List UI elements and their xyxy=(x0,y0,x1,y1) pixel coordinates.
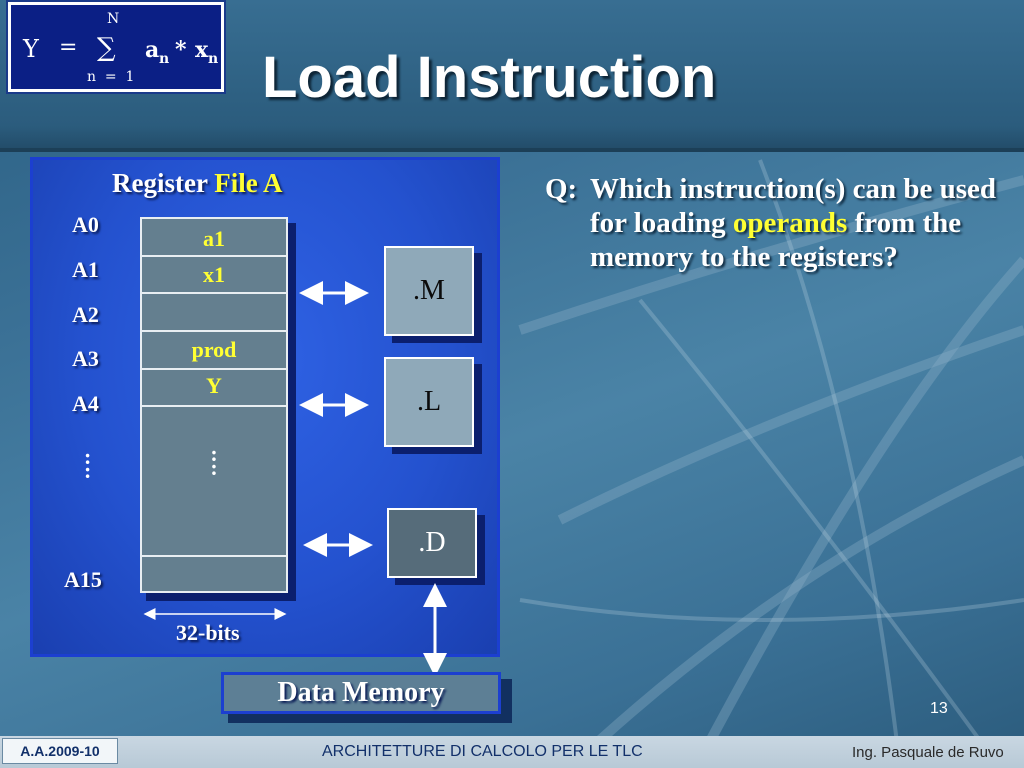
register-file-title-highlight: File A xyxy=(214,168,283,198)
register-label-a0: A0 xyxy=(72,212,99,237)
footer-academic-year: A.A.2009-10 xyxy=(2,738,118,764)
formula-x: x xyxy=(195,37,209,63)
register-value-a4: Y xyxy=(206,373,222,398)
register-label-a2: A2 xyxy=(72,302,99,327)
register-label-a3: A3 xyxy=(72,346,99,371)
formula-a-subscript: n xyxy=(159,51,170,67)
formula-times: * xyxy=(175,37,187,63)
register-value-ellipsis: : : xyxy=(210,441,218,480)
register-divider xyxy=(142,292,286,294)
unit-l: .L xyxy=(384,357,474,447)
question-body-after: from the memory to the registers? xyxy=(590,207,962,273)
question-text: Q: Which instruction(s) can be used for … xyxy=(545,172,1005,274)
question-body-before: Which instruction(s) can be used for loa… xyxy=(590,173,997,239)
register-label-ellipsis: : : xyxy=(84,444,92,483)
formula-equals: = xyxy=(59,35,78,60)
register-width-label: 32-bits xyxy=(176,620,240,645)
formula-x-subscript: n xyxy=(208,51,219,67)
formula-lhs: Y xyxy=(23,35,39,63)
register-divider xyxy=(142,330,286,332)
register-label-a15: A15 xyxy=(64,567,102,592)
unit-m: .M xyxy=(384,246,474,336)
question-label: Q: xyxy=(545,173,578,205)
footer-author: Ing. Pasquale de Ruvo xyxy=(852,744,1004,761)
question-body: Which instruction(s) can be used for loa… xyxy=(545,172,1005,274)
formula-upper-limit: N xyxy=(107,11,120,27)
data-memory-box: Data Memory xyxy=(221,672,501,714)
formula-lower-limit: n = 1 xyxy=(87,69,135,85)
register-label-a4: A4 xyxy=(72,391,99,416)
unit-d: .D xyxy=(387,508,477,578)
register-divider xyxy=(142,255,286,257)
footer-bar: A.A.2009-10 ARCHITETTURE DI CALCOLO PER … xyxy=(0,736,1024,768)
register-file-title: Register File A xyxy=(112,168,282,199)
register-value-a0: a1 xyxy=(203,226,225,251)
formula-a: a xyxy=(145,37,160,63)
register-file-title-prefix: Register xyxy=(112,168,215,198)
register-value-a3: prod xyxy=(191,337,237,362)
slide-title: Load Instruction xyxy=(262,45,717,110)
summation-formula: N Y = ∑ a n * x n n = 1 xyxy=(6,0,226,94)
register-divider xyxy=(142,405,286,407)
question-highlight: operands xyxy=(732,207,848,239)
page-number: 13 xyxy=(930,700,948,717)
register-divider xyxy=(142,368,286,370)
footer-course-title: ARCHITETTURE DI CALCOLO PER LE TLC xyxy=(322,743,643,760)
register-label-a1: A1 xyxy=(72,257,99,282)
register-divider xyxy=(142,555,286,557)
sigma-symbol: ∑ xyxy=(97,33,116,63)
register-value-a1: x1 xyxy=(203,262,225,287)
register-file-box: a1 x1 prod Y : : xyxy=(140,217,288,593)
